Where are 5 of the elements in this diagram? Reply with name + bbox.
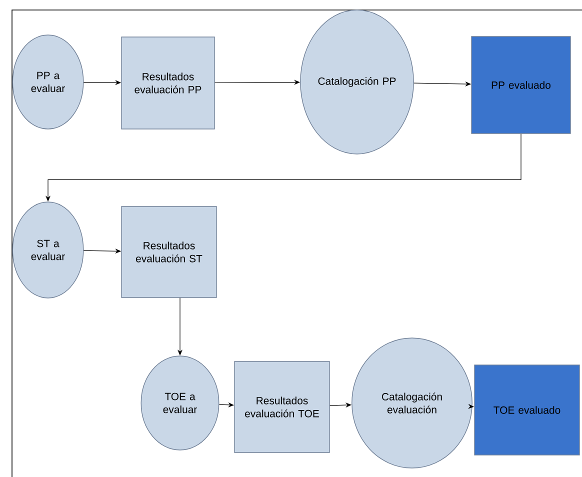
process-box: Resultados evaluación ST xyxy=(121,206,217,298)
process-box: PP evaluado xyxy=(471,36,571,134)
process-box: Resultados evaluación TOE xyxy=(234,361,330,453)
process-box: Resultados evaluación PP xyxy=(121,36,215,130)
process-box: TOE evaluado xyxy=(474,364,580,456)
